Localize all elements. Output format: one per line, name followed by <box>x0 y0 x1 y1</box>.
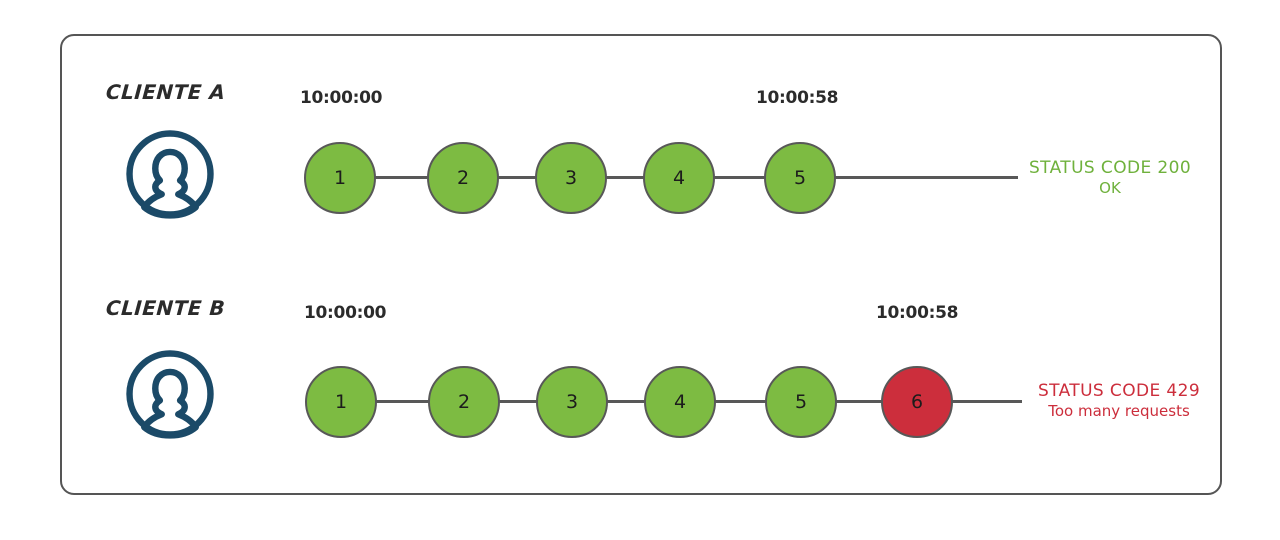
request-node-label: 2 <box>456 167 470 189</box>
timestamp-a-end: 10:00:58 <box>756 88 839 108</box>
request-node-b-6[interactable]: 6 <box>881 366 953 438</box>
request-node-a-5[interactable]: 5 <box>764 142 836 214</box>
connector-b-5-6 <box>834 400 884 403</box>
status-a-message: OK <box>1099 178 1121 197</box>
status-badge-b: STATUS CODE 429 Too many requests <box>1026 381 1212 420</box>
status-badge-a: STATUS CODE 200 OK <box>1024 158 1196 197</box>
request-node-label: 1 <box>333 167 347 189</box>
request-node-a-1[interactable]: 1 <box>304 142 376 214</box>
request-node-label: 4 <box>672 167 686 189</box>
request-node-b-4[interactable]: 4 <box>644 366 716 438</box>
connector-a-3-4 <box>604 176 648 179</box>
connector-a-4-5 <box>712 176 767 179</box>
diagram-frame <box>60 34 1222 495</box>
request-node-b-5[interactable]: 5 <box>765 366 837 438</box>
connector-a-1-2 <box>374 176 432 179</box>
connector-b-2-3 <box>497 400 540 403</box>
connector-b-3-4 <box>605 400 648 403</box>
request-node-label: 2 <box>457 391 471 413</box>
request-node-label: 6 <box>910 391 924 413</box>
request-node-label: 3 <box>565 391 579 413</box>
status-b-message: Too many requests <box>1048 401 1190 420</box>
timestamp-a-start: 10:00:00 <box>300 88 383 108</box>
request-node-a-4[interactable]: 4 <box>643 142 715 214</box>
request-node-label: 4 <box>673 391 687 413</box>
connector-b-1-2 <box>375 400 432 403</box>
client-a-label: CLIENTE A <box>105 80 227 104</box>
timestamp-b-end: 10:00:58 <box>876 303 959 323</box>
request-node-a-3[interactable]: 3 <box>535 142 607 214</box>
status-b-code: STATUS CODE 429 <box>1037 381 1201 401</box>
client-b-label: CLIENTE B <box>105 296 227 320</box>
request-node-label: 5 <box>793 167 807 189</box>
user-avatar-icon <box>124 128 216 220</box>
connector-b-6-status <box>950 400 1022 403</box>
request-node-b-1[interactable]: 1 <box>305 366 377 438</box>
request-node-b-3[interactable]: 3 <box>536 366 608 438</box>
connector-a-2-3 <box>496 176 540 179</box>
timestamp-b-start: 10:00:00 <box>304 303 387 323</box>
request-node-a-2[interactable]: 2 <box>427 142 499 214</box>
request-node-label: 3 <box>564 167 578 189</box>
request-node-label: 5 <box>794 391 808 413</box>
connector-a-5-status <box>833 176 1018 179</box>
request-node-b-2[interactable]: 2 <box>428 366 500 438</box>
connector-b-4-5 <box>713 400 767 403</box>
status-a-code: STATUS CODE 200 <box>1028 158 1192 178</box>
request-node-label: 1 <box>334 391 348 413</box>
user-avatar-icon <box>124 348 216 440</box>
